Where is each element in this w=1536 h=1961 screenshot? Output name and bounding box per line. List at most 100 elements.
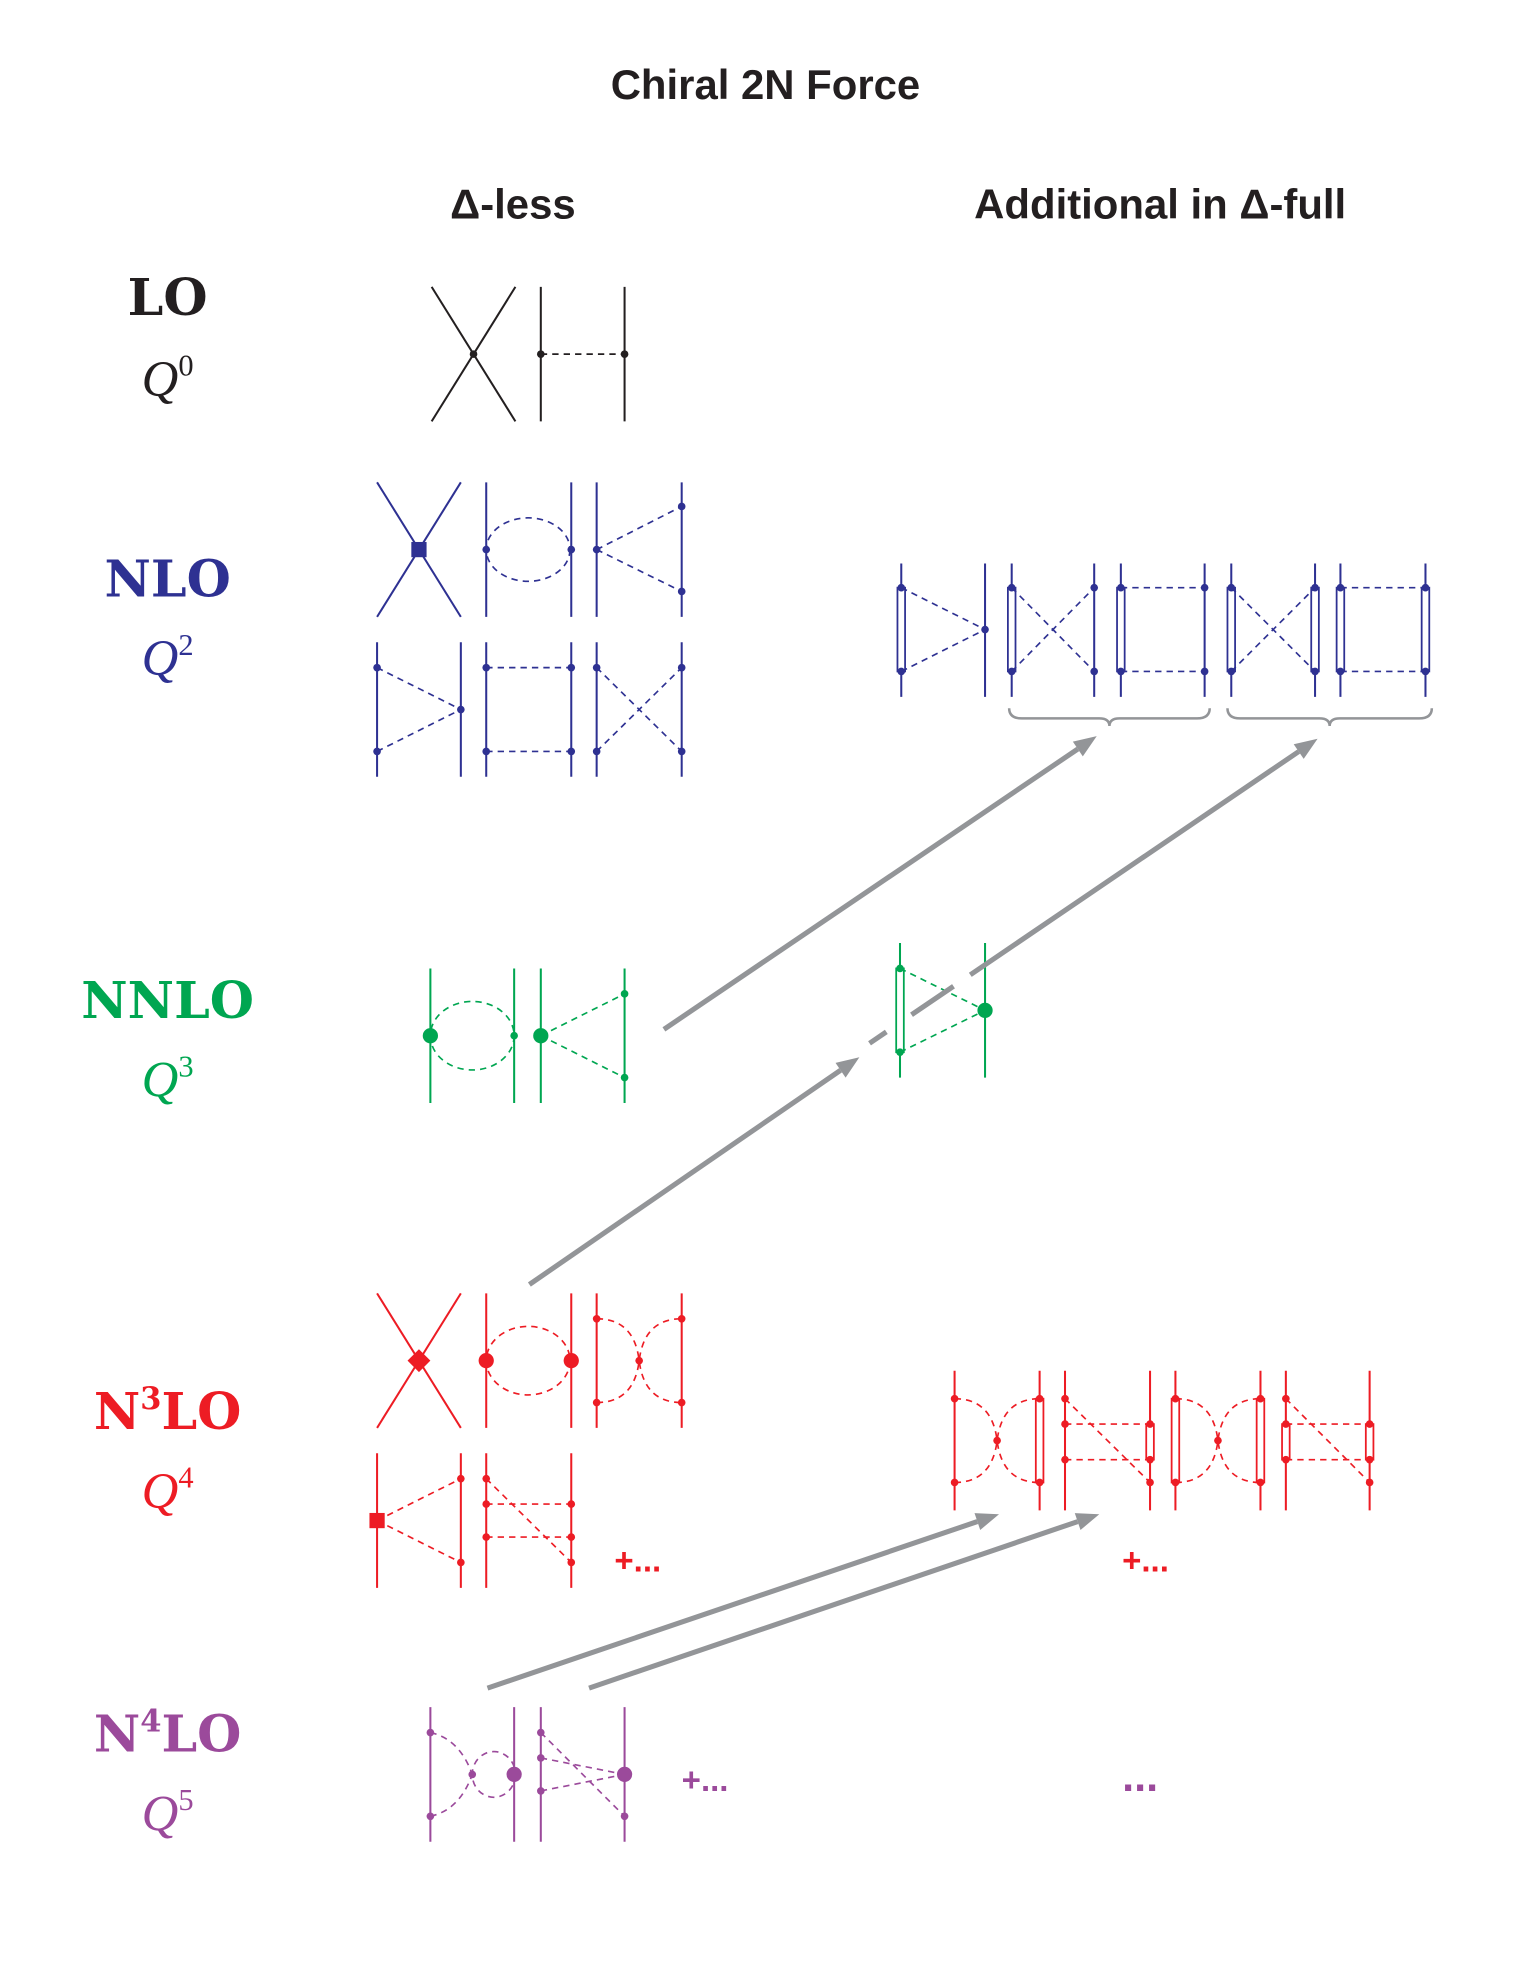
contact-square xyxy=(369,1512,385,1529)
delta-propagator xyxy=(1170,1397,1181,1484)
n3lo-delta-full-more: +... xyxy=(1122,1541,1169,1578)
vertex-dot xyxy=(1365,1455,1374,1464)
pion-line xyxy=(900,628,986,673)
vertex-dot xyxy=(567,545,576,554)
n4lo-delta-less-more: +... xyxy=(682,1761,729,1798)
vertex-dot xyxy=(510,1031,518,1040)
delta-propagator xyxy=(896,586,906,673)
vertex-dot xyxy=(1200,667,1209,676)
vertex-dot xyxy=(1421,667,1430,676)
pion-line xyxy=(376,1519,462,1564)
vertex-dot xyxy=(896,1048,904,1057)
power-label-q0: Q0 xyxy=(142,349,194,407)
vertex-dot xyxy=(896,964,904,973)
delta-propagator xyxy=(895,967,905,1054)
vertex-dot xyxy=(1282,1455,1290,1464)
vertex-dot xyxy=(1421,583,1430,592)
arrow-head xyxy=(1072,736,1097,757)
vertex-dot xyxy=(1365,1420,1374,1428)
grouping-brace xyxy=(1007,708,1211,727)
vertex-dot xyxy=(373,663,381,672)
order-label-nlo: NLO xyxy=(104,549,230,609)
pion-line xyxy=(900,586,986,631)
n3lo-delta-less-more: +... xyxy=(614,1541,661,1578)
contact-square xyxy=(411,541,427,558)
vertex-dot xyxy=(1311,667,1319,676)
delta-propagator xyxy=(1145,1423,1155,1461)
vertex-dot xyxy=(426,1728,435,1737)
vertex-dot xyxy=(422,1028,438,1044)
pion-loop xyxy=(429,1000,515,1071)
vertex-dot xyxy=(533,1028,549,1044)
vertex-dot xyxy=(1061,1455,1069,1464)
arrow-shaft xyxy=(486,1519,979,1691)
vertex-dot xyxy=(1090,583,1099,592)
delta-propagator xyxy=(1034,1397,1045,1484)
vertex-dot xyxy=(897,583,906,592)
vertex-dot xyxy=(677,1398,686,1407)
vertex-dot xyxy=(620,350,629,358)
vertex-dot xyxy=(1146,1455,1154,1464)
order-label-n4lo: N4LO xyxy=(94,1703,242,1763)
vertex-dot xyxy=(567,1533,576,1541)
arrow-shaft xyxy=(527,1068,843,1287)
vertex-dot xyxy=(1090,667,1099,676)
vertex-dot xyxy=(1061,1420,1069,1428)
vertex-dot xyxy=(677,1314,686,1323)
vertex-dot xyxy=(592,1314,601,1323)
vertex-dot xyxy=(1282,1420,1290,1428)
pion-line xyxy=(596,548,683,593)
vertex-dot xyxy=(1035,1478,1044,1487)
vertex-dot xyxy=(1336,667,1345,676)
vertex-dot xyxy=(536,1728,545,1737)
power-label-q3: Q3 xyxy=(142,1049,194,1107)
column-header-delta-less: Δ-less xyxy=(450,180,576,227)
vertex-dot xyxy=(620,990,629,998)
grouping-brace xyxy=(1226,708,1434,727)
delta-propagator xyxy=(1310,586,1320,673)
vertex-dot xyxy=(457,705,465,714)
power-label-q5: Q5 xyxy=(142,1783,194,1841)
delta-propagator xyxy=(1420,586,1431,673)
vertex-dot xyxy=(1171,1394,1180,1403)
pion-line xyxy=(430,1774,474,1818)
vertex-dot xyxy=(536,1754,545,1762)
order-label-nnlo: NNLO xyxy=(81,970,254,1030)
vertex-dot xyxy=(1365,1478,1374,1487)
column-header-delta-full: Additional in Δ-full xyxy=(974,180,1346,227)
delta-propagator xyxy=(1335,586,1346,673)
vertex-dot xyxy=(1311,583,1319,592)
delta-propagator xyxy=(1116,586,1126,673)
vertex-dot xyxy=(592,663,601,672)
order-label-n3lo: N3LO xyxy=(94,1381,242,1441)
vertex-dot xyxy=(373,747,381,756)
pion-line xyxy=(1230,587,1316,673)
vertex-dot xyxy=(468,1770,477,1779)
vertex-dot xyxy=(1200,583,1209,592)
vertex-dot xyxy=(620,1812,629,1821)
pion-line xyxy=(596,505,683,551)
vertex-dot xyxy=(567,1558,576,1567)
vertex-dot xyxy=(981,625,989,634)
vertex-dot xyxy=(592,1398,601,1407)
vertex-dot xyxy=(1171,1478,1180,1487)
vertex-dot xyxy=(482,1474,491,1483)
vertex-dot xyxy=(993,1436,1001,1445)
pion-loop xyxy=(485,517,571,583)
pion-line xyxy=(376,1477,462,1522)
pion-line xyxy=(596,667,683,752)
vertex-dot xyxy=(592,545,601,554)
pion-line xyxy=(1285,1398,1371,1484)
vertex-dot xyxy=(1117,583,1125,592)
pion-line xyxy=(1064,1398,1151,1484)
power-label-q4: Q4 xyxy=(142,1461,194,1519)
pion-line xyxy=(376,708,462,753)
pion-line xyxy=(540,1034,625,1079)
pion-line xyxy=(899,1009,986,1053)
vertex-dot xyxy=(677,587,686,596)
vertex-dot xyxy=(620,1073,629,1082)
pion-loop xyxy=(485,1325,571,1396)
delta-propagator xyxy=(1007,586,1017,673)
vertex-dot xyxy=(536,1787,545,1795)
